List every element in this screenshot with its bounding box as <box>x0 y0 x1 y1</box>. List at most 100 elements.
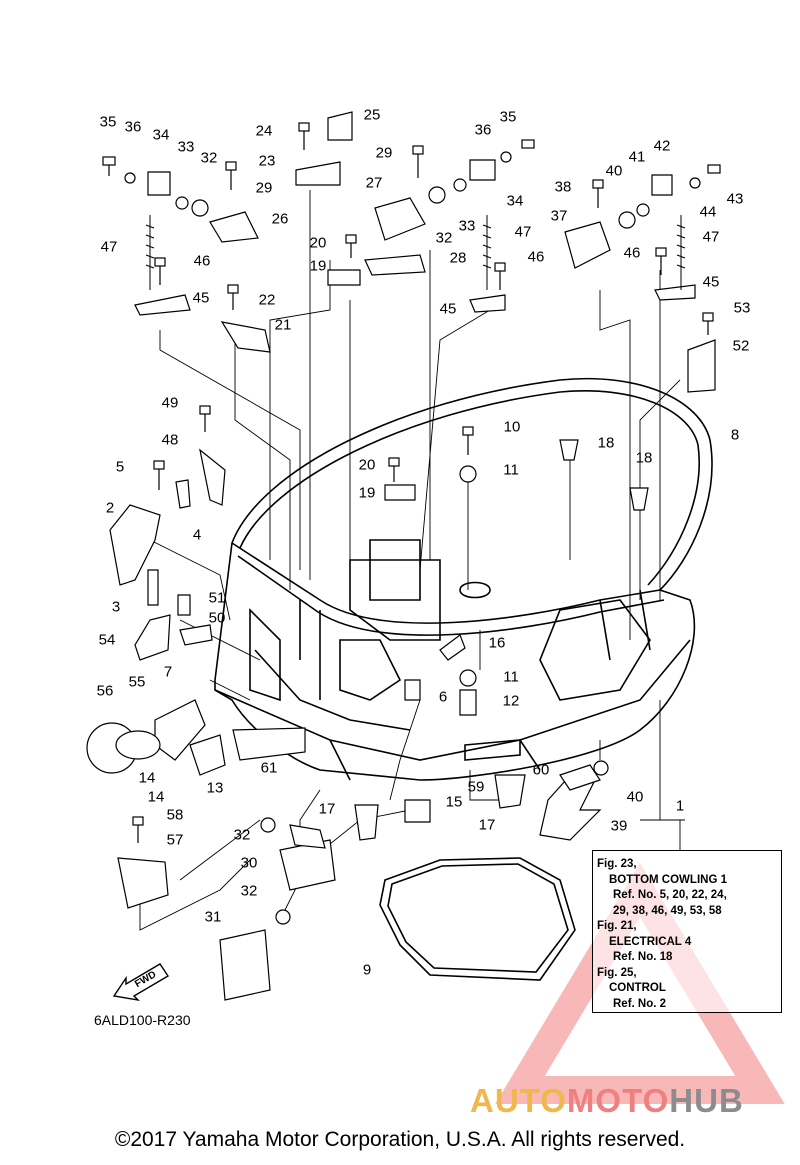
fitting-part <box>629 487 649 511</box>
callout-44: 44 <box>699 203 717 221</box>
callout-57: 57 <box>166 831 184 849</box>
callout-60: 60 <box>532 761 550 779</box>
cap-part <box>404 679 421 701</box>
washer-part <box>459 669 477 687</box>
clip-part <box>175 479 191 509</box>
clip-part <box>179 624 213 646</box>
callout-29b: 29 <box>375 144 393 162</box>
bolt-part <box>412 145 424 178</box>
callout-49: 49 <box>161 394 179 412</box>
callout-2: 2 <box>105 499 115 517</box>
hose-clamp-part <box>115 730 161 760</box>
ref-line: Fig. 21, <box>597 920 637 932</box>
fwd-arrow-icon: FWD <box>112 963 169 1002</box>
spring-part <box>482 215 492 290</box>
washer-part <box>428 186 446 204</box>
callout-32d: 32 <box>240 882 258 900</box>
lever-part <box>219 929 271 1001</box>
grommet-part <box>404 799 431 823</box>
callout-14b: 14 <box>147 788 165 806</box>
watermark-auto: AUTO <box>470 1082 567 1119</box>
callout-18b: 18 <box>635 449 653 467</box>
plug-part <box>327 269 361 286</box>
bracket-part <box>469 294 506 313</box>
bolt-part <box>298 122 310 150</box>
bolt-part <box>102 156 116 176</box>
lever-part <box>279 839 336 891</box>
callout-22: 22 <box>258 291 276 309</box>
callout-18: 18 <box>597 434 615 452</box>
bolt-part <box>707 164 721 174</box>
callout-50: 50 <box>208 609 226 627</box>
callout-9: 9 <box>362 961 372 979</box>
callout-37: 37 <box>550 207 568 225</box>
ref-line: CONTROL <box>609 982 666 994</box>
callout-36: 36 <box>124 118 142 136</box>
bolt-part <box>199 405 211 432</box>
washer-part <box>453 178 467 192</box>
callout-46b: 46 <box>527 248 545 266</box>
callout-47: 47 <box>100 238 118 256</box>
callout-21: 21 <box>274 316 292 334</box>
washer-part <box>500 151 512 163</box>
callout-48: 48 <box>161 431 179 449</box>
callout-42: 42 <box>653 137 671 155</box>
bolt-part <box>153 460 165 490</box>
bolt-part <box>132 816 144 843</box>
bottom-cowling-body <box>214 377 713 781</box>
callout-58: 58 <box>166 806 184 824</box>
washer-part <box>275 909 291 925</box>
bracket-part <box>147 171 171 196</box>
bolt-part <box>592 179 604 208</box>
callout-45c: 45 <box>702 273 720 291</box>
bolt-part <box>462 426 474 455</box>
callout-47c: 47 <box>702 228 720 246</box>
callout-25: 25 <box>363 106 381 124</box>
ref-line: Ref. No. 2 <box>613 997 667 1010</box>
callout-36b: 36 <box>474 121 492 139</box>
washer-part <box>593 760 609 776</box>
bracket-part <box>687 339 716 393</box>
callout-15: 15 <box>445 793 463 811</box>
reference-note-box: Fig. 23, BOTTOM COWLING 1 Ref. No. 5, 20… <box>592 850 782 1013</box>
bracket-part <box>654 284 696 301</box>
callout-55: 55 <box>128 673 146 691</box>
grommet-part <box>189 734 226 776</box>
bracket-part <box>295 161 341 186</box>
callout-32c: 32 <box>233 826 251 844</box>
callout-32: 32 <box>200 149 218 167</box>
bracket-part <box>374 197 426 241</box>
callout-47b: 47 <box>514 223 532 241</box>
washer-part <box>124 172 136 184</box>
plug-part <box>384 484 416 501</box>
callout-31: 31 <box>204 908 222 926</box>
callout-40: 40 <box>605 162 623 180</box>
callout-54: 54 <box>98 631 116 649</box>
callout-61: 61 <box>260 759 278 777</box>
washer-part <box>175 196 189 210</box>
bracket-part <box>199 448 226 506</box>
callout-33b: 33 <box>458 217 476 235</box>
callout-39: 39 <box>610 817 628 835</box>
spring-part <box>676 215 686 290</box>
ref-line: Fig. 25, <box>597 966 637 979</box>
callout-41: 41 <box>628 148 646 166</box>
callout-6: 6 <box>438 688 448 706</box>
plate-part <box>232 727 306 761</box>
callout-24: 24 <box>255 122 273 140</box>
callout-27: 27 <box>365 174 383 192</box>
bolt-part <box>154 257 166 285</box>
callout-26: 26 <box>271 210 289 228</box>
bolt-part <box>345 234 357 258</box>
washer-part <box>636 203 650 217</box>
callout-23: 23 <box>258 152 276 170</box>
callout-14: 14 <box>138 769 156 787</box>
bracket-part <box>134 294 191 316</box>
callout-8: 8 <box>730 426 740 444</box>
callout-11b: 11 <box>503 668 519 686</box>
callout-32b: 32 <box>435 229 453 247</box>
clip-part <box>147 569 159 606</box>
bracket-part <box>209 211 259 243</box>
callout-34: 34 <box>152 126 170 144</box>
callout-43: 43 <box>726 190 744 208</box>
